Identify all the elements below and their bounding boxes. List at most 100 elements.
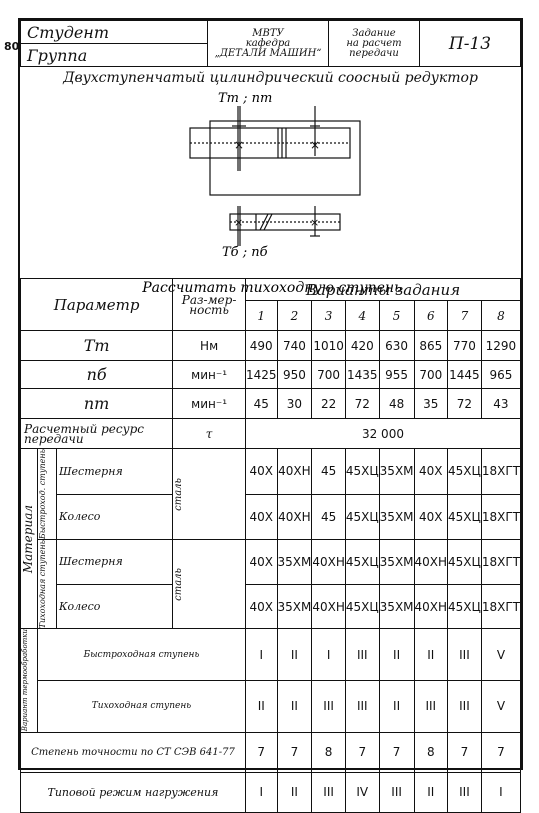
cell-value: 40Х: [244, 493, 278, 541]
cell-value: 72: [447, 388, 482, 419]
variant-number: 4: [344, 300, 380, 331]
cell-value: I: [244, 771, 278, 813]
cell-value: 630: [378, 330, 415, 361]
cell-value: 45ХЦ: [447, 583, 482, 630]
cell-value: II: [276, 680, 313, 733]
cell-value: 490: [244, 330, 278, 361]
cell-value: 955: [378, 360, 415, 389]
cell-value: 45: [311, 493, 346, 541]
cell-value: 1445: [447, 360, 482, 389]
cell-value: 8: [413, 731, 449, 773]
cell-value: 865: [413, 330, 449, 361]
variant-number: 8: [480, 300, 522, 331]
variants-table: Параметр Раз-мер-ность Варианты задания …: [19, 278, 522, 813]
cell-value: 950: [276, 360, 313, 389]
resource-value: 32 000: [244, 418, 522, 449]
cell-value: 45ХЦ: [344, 448, 380, 495]
cell-value: 7: [480, 731, 522, 773]
cell-value: 35ХМ: [378, 583, 415, 630]
cell-value: II: [244, 680, 278, 733]
cell-value: 40ХН: [311, 583, 346, 630]
cell-value: 45ХЦ: [447, 493, 482, 541]
cell-value: II: [413, 771, 449, 813]
cell-value: II: [276, 628, 313, 682]
cell-value: 40ХН: [311, 539, 346, 585]
slow-stage-label: Тихоходная ступень: [37, 539, 57, 630]
fast-stage-label: Быстроход. ступень: [37, 447, 57, 541]
cell-value: I: [244, 628, 278, 682]
variant-number: 7: [447, 300, 482, 331]
cell-value: 72: [344, 388, 380, 419]
cell-value: 40Х: [413, 448, 449, 495]
cell-value: 7: [276, 731, 313, 773]
variants-header: Варианты задания: [244, 278, 522, 301]
svg-text:×: ×: [234, 138, 244, 152]
cell-value: V: [480, 680, 522, 733]
cell-value: 22: [311, 388, 346, 419]
cell-value: III: [344, 680, 380, 733]
variant-number: 6: [413, 300, 449, 331]
task-block: Задание на расчет передачи: [328, 20, 420, 67]
steel-label: сталь: [172, 447, 246, 541]
cell-value: V: [480, 628, 522, 682]
cell-value: 40Х: [413, 493, 449, 541]
cell-value: 40ХН: [413, 539, 449, 585]
cell-value: 1290: [480, 330, 522, 361]
task-card: 80 Студент МВТУ кафедра „ДЕТАЛИ МАШИН“ З…: [4, 18, 523, 813]
cell-value: III: [311, 771, 346, 813]
cell-value: 45ХЦ: [344, 493, 380, 541]
gearbox-diagram: Tт ; nт × × × × Tб ; n: [141, 91, 401, 296]
param-tt: Tт: [19, 330, 174, 361]
cell-value: IV: [344, 771, 380, 813]
heat-label: Вариант термообработки: [20, 628, 38, 733]
cell-value: 18ХГТ: [480, 493, 522, 541]
cell-value: 420: [344, 330, 380, 361]
cell-value: 700: [311, 360, 346, 389]
cell-value: 7: [378, 731, 415, 773]
variant-number: 3: [311, 300, 346, 331]
cell-value: III: [413, 680, 449, 733]
param-resource: Расчетный ресурс передачи: [19, 418, 174, 449]
task-code: П-13: [419, 20, 521, 67]
cell-value: 35ХМ: [378, 448, 415, 495]
cell-value: 45ХЦ: [447, 539, 482, 585]
svg-text:×: ×: [234, 216, 243, 229]
part-label: Шестерня: [55, 448, 174, 495]
cell-value: 45ХЦ: [447, 448, 482, 495]
param-accuracy: Степень точности по СТ СЭВ 641-77: [20, 731, 246, 773]
part-label: Колесо: [55, 493, 174, 541]
cell-value: II: [378, 628, 415, 682]
cell-value: 18ХГТ: [480, 539, 522, 585]
part-label: Шестерня: [55, 539, 174, 585]
document-title: Двухступенчатый цилиндрический соосный р…: [63, 70, 478, 86]
cell-value: 48: [378, 388, 415, 419]
unit-tt: Нм: [172, 330, 246, 361]
cell-value: II: [276, 771, 313, 813]
cell-value: 8: [311, 731, 346, 773]
cell-value: 35ХМ: [378, 539, 415, 585]
cell-value: 40Х: [244, 539, 278, 585]
param-nb: nб: [19, 360, 174, 389]
cell-value: 40ХН: [276, 448, 313, 495]
cell-value: III: [447, 771, 482, 813]
cell-value: 40ХН: [276, 493, 313, 541]
steel-label: сталь: [172, 539, 246, 630]
header-table: Студент МВТУ кафедра „ДЕТАЛИ МАШИН“ Зада…: [20, 20, 521, 67]
param-header: Параметр: [19, 278, 174, 331]
cell-value: 40ХН: [413, 583, 449, 630]
input-shaft-label: Tб ; nб: [222, 245, 268, 260]
variant-number: 1: [244, 300, 278, 331]
group-label: Группа: [20, 43, 208, 67]
cell-value: 700: [413, 360, 449, 389]
cell-value: 35ХМ: [276, 539, 313, 585]
cell-value: 45: [311, 448, 346, 495]
cell-value: 18ХГТ: [480, 583, 522, 630]
student-label: Студент: [20, 20, 208, 44]
cell-value: II: [413, 628, 449, 682]
unit-nb: мин⁻¹: [172, 360, 246, 389]
cell-value: 43: [480, 388, 522, 419]
cell-value: 35: [413, 388, 449, 419]
cell-value: III: [378, 771, 415, 813]
param-nt: nт: [19, 388, 174, 419]
cell-value: 40Х: [244, 583, 278, 630]
